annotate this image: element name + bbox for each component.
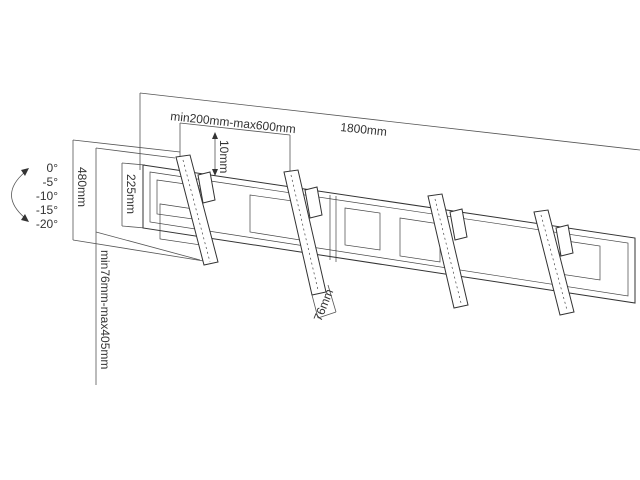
total-width-label: 1800mm <box>340 120 388 139</box>
tilt-arrow-down-icon <box>21 214 29 222</box>
wall-distance-label: min76mm-max405mm <box>98 250 112 369</box>
tilt-angle-20: -20° <box>36 217 58 231</box>
plate-height-label: 225mm <box>124 174 138 214</box>
mounting-arm <box>283 169 327 296</box>
tilt-angle-10: -10° <box>36 189 58 203</box>
vertical-adjust-label: 10mm <box>217 140 231 173</box>
mounting-arm <box>533 209 575 316</box>
mounting-arm <box>175 154 219 266</box>
arm-height-label: 480mm <box>75 167 89 207</box>
tilt-angle-15: -15° <box>36 203 58 217</box>
tilt-angle-0: 0° <box>47 161 59 175</box>
arm-spacing-label: min200mm-max600mm <box>170 109 297 136</box>
plate-height-dimension: 225mm <box>121 162 146 229</box>
tilt-arrow-up-icon <box>21 168 29 176</box>
total-width-dimension: 1800mm <box>139 92 640 170</box>
mounting-arm <box>427 193 469 309</box>
wall-distance-dimension: min76mm-max405mm <box>95 147 201 385</box>
vertical-adjust-dimension: 10mm <box>212 132 231 176</box>
tilt-indicator: 0° -5° -10° -15° -20° <box>11 161 59 231</box>
tilt-angle-5: -5° <box>43 175 59 189</box>
mounting-arms <box>175 154 575 316</box>
